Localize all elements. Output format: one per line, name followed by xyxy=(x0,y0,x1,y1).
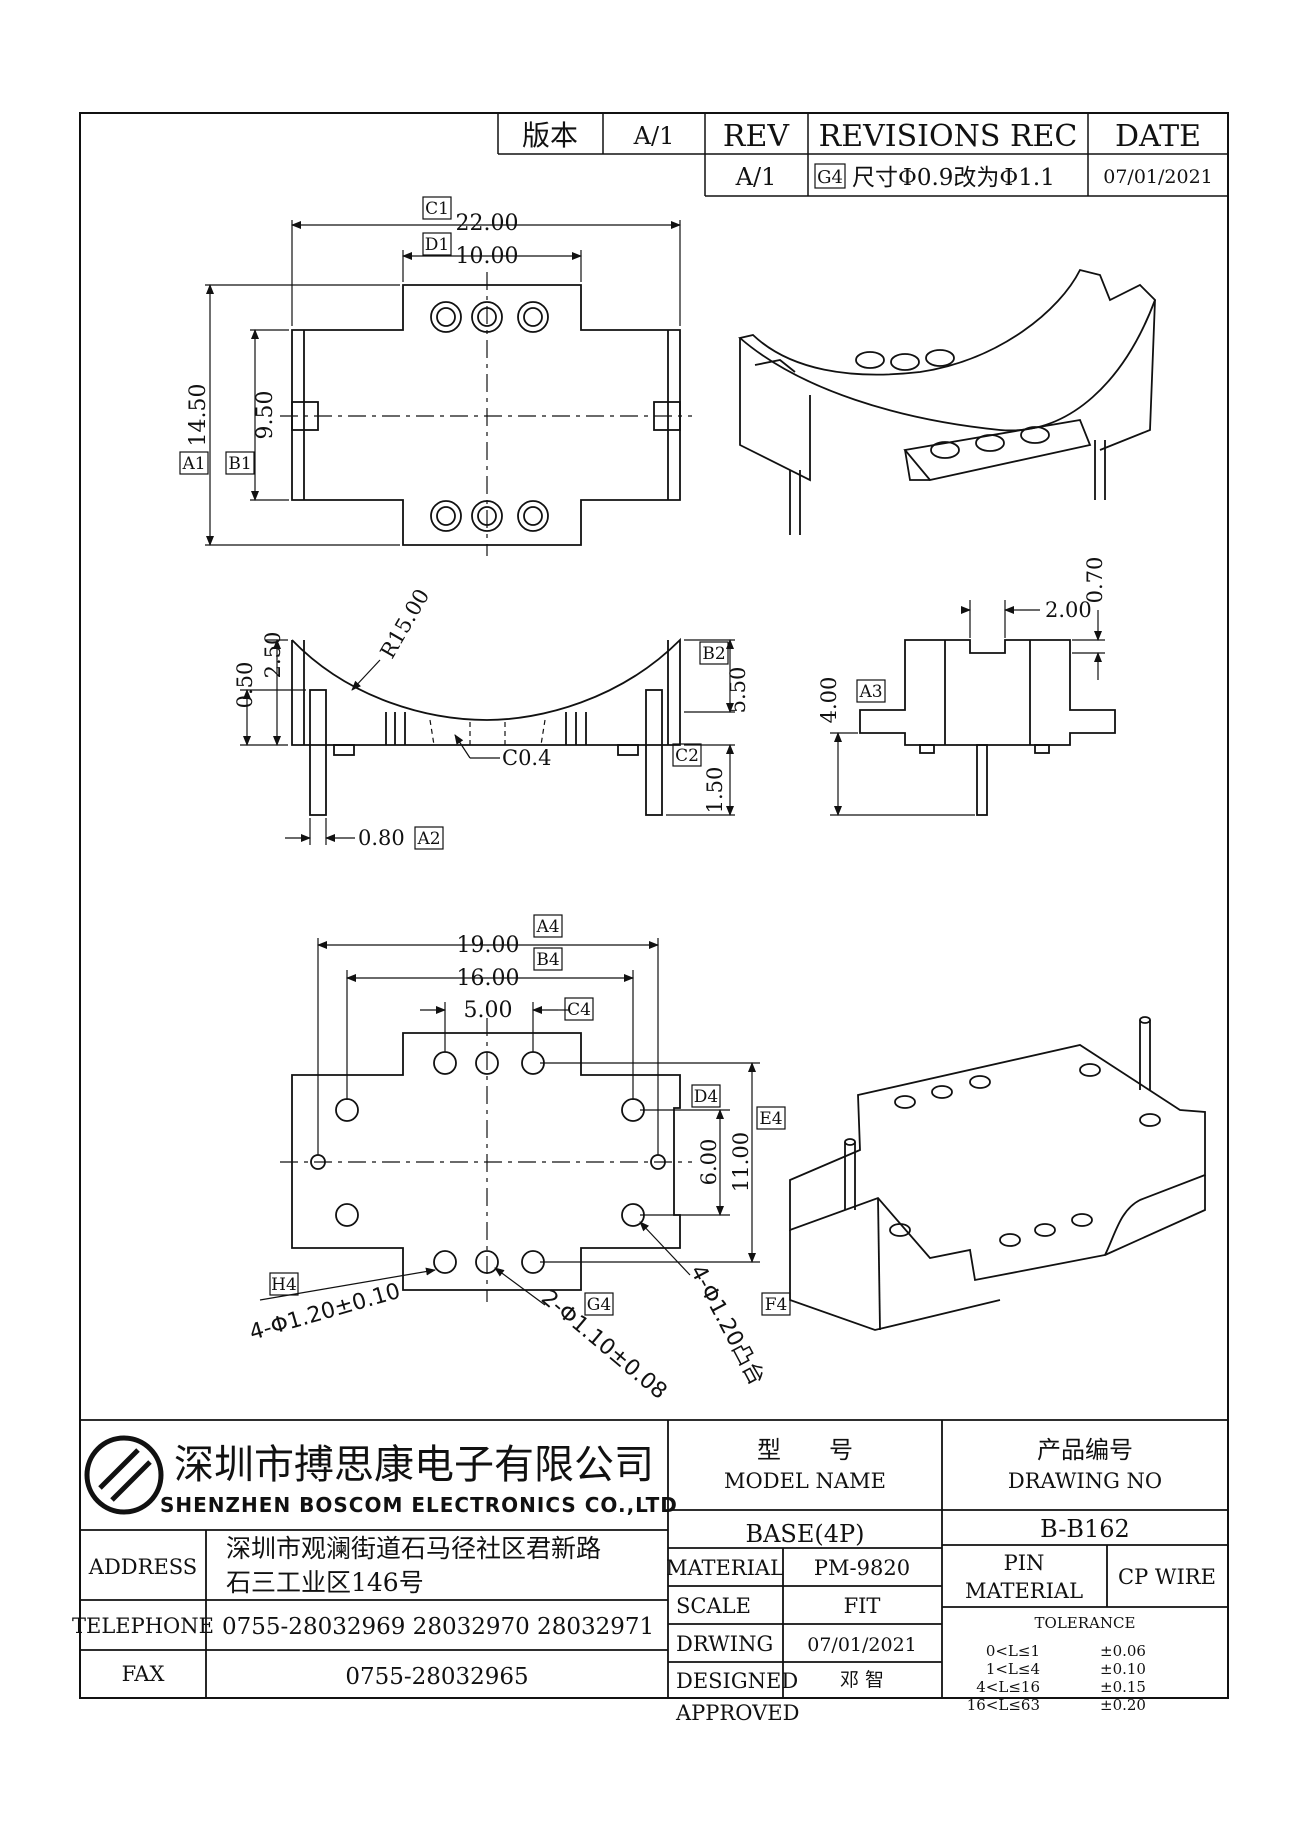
front-view xyxy=(291,637,681,816)
dim-b2-tag: B2 xyxy=(702,644,725,664)
dim-c1-tag: C1 xyxy=(425,199,449,219)
rev-row-date: 07/01/2021 xyxy=(1103,166,1213,188)
dim-a4-tag: A4 xyxy=(535,917,559,937)
drawing-frame xyxy=(79,112,1229,1699)
dim-e4-tag: E4 xyxy=(759,1109,782,1129)
dim-b1-tag: B1 xyxy=(228,454,251,474)
dim-f4-tag: F4 xyxy=(765,1295,788,1315)
dim-side-400: 4.00 xyxy=(817,677,841,724)
dim-bottom-600: 6.00 xyxy=(697,1139,721,1186)
isometric-view-bottom xyxy=(789,1016,1206,1331)
dim-a1-tag: A1 xyxy=(181,454,205,474)
dim-bottom-1100: 11.00 xyxy=(729,1132,753,1192)
drawing-value: B-B162 xyxy=(1040,1515,1130,1543)
telephone-value: 0755-28032969 28032970 28032971 xyxy=(222,1614,654,1640)
tolerance-title: TOLERANCE xyxy=(1035,1614,1136,1632)
telephone-label: TELEPHONE xyxy=(72,1614,214,1638)
revisions-header: REVISIONS REC xyxy=(819,119,1078,154)
date-header: DATE xyxy=(1115,119,1201,154)
dim-front-050: 0.50 xyxy=(233,662,257,709)
material-value: PM-9820 xyxy=(814,1556,910,1580)
title-block-grid xyxy=(80,1419,1228,1698)
top-view-dimensions xyxy=(179,196,681,546)
company-name-cn: 深圳市搏思康电子有限公司 xyxy=(174,1442,654,1488)
dim-c4-tag: C4 xyxy=(567,1000,591,1020)
pin-material-value: CP WIRE xyxy=(1118,1565,1216,1589)
isometric-view-top xyxy=(738,268,1157,535)
dim-c1: 22.00 xyxy=(456,211,519,236)
tolerance-value-3: ±0.15 xyxy=(1100,1678,1146,1696)
tolerance-range-1: 0<L≤1 xyxy=(986,1642,1040,1660)
approved-label: APPROVED xyxy=(675,1701,799,1725)
dim-a1: 14.50 xyxy=(186,384,211,447)
drawing-date-label: DRWING xyxy=(676,1632,773,1656)
dim-radius: R15.00 xyxy=(376,585,435,663)
dim-a3-tag: A3 xyxy=(858,682,882,702)
dim-h4-tag: H4 xyxy=(271,1275,297,1295)
dim-g4-tag: G4 xyxy=(587,1295,611,1315)
dim-b4-tag: B4 xyxy=(536,950,559,970)
dim-side-200: 2.00 xyxy=(1045,598,1092,622)
dim-bottom-500: 5.00 xyxy=(464,998,513,1023)
dim-c2-tag: C2 xyxy=(675,746,699,766)
drawing-label-cn: 产品编号 xyxy=(1037,1436,1133,1464)
revision-block: 版本 A/1 REV REVISIONS REC DATE A/1 G4 尺寸Φ… xyxy=(497,113,1228,197)
top-view xyxy=(280,272,692,556)
dim-b1: 9.50 xyxy=(253,391,278,440)
tolerance-value-1: ±0.06 xyxy=(1100,1642,1146,1660)
dim-pin-width: 0.80 xyxy=(358,826,405,850)
front-view-dimensions xyxy=(240,639,735,850)
scale-label: SCALE xyxy=(676,1594,751,1618)
dim-front-150: 1.50 xyxy=(703,767,727,814)
fax-label: FAX xyxy=(122,1662,165,1686)
rev-row-change: 尺寸Φ0.9改为Φ1.1 xyxy=(852,165,1055,191)
dim-chamfer: C0.4 xyxy=(502,746,551,770)
model-label-en: MODEL NAME xyxy=(724,1469,886,1493)
drawing-label-en: DRAWING NO xyxy=(1008,1469,1162,1493)
tolerance-range-2: 1<L≤4 xyxy=(986,1660,1040,1678)
pin-material-label-2: MATERIAL xyxy=(965,1579,1083,1603)
address-line1: 深圳市观澜街道石马径社区君新路 xyxy=(226,1534,601,1563)
address-line2: 石三工业区146号 xyxy=(226,1568,424,1597)
bottom-view xyxy=(280,1018,692,1302)
dim-bottom-1600: 16.00 xyxy=(457,966,520,991)
model-value: BASE(4P) xyxy=(745,1520,864,1548)
dim-d1: 10.00 xyxy=(456,244,519,269)
fax-value: 0755-28032965 xyxy=(345,1664,528,1690)
company-name-en: SHENZHEN BOSCOM ELECTRONICS CO.,LTD xyxy=(160,1493,678,1517)
pin-material-label-1: PIN xyxy=(1004,1551,1045,1575)
dim-d1-tag: D1 xyxy=(425,235,449,255)
scale-value: FIT xyxy=(844,1594,881,1618)
side-view xyxy=(859,639,1116,816)
designed-label: DESIGNED xyxy=(676,1669,798,1693)
tolerance-value-4: ±0.20 xyxy=(1100,1696,1146,1714)
material-label: MATERIAL xyxy=(666,1556,784,1580)
side-view-dimensions xyxy=(830,600,1105,816)
designed-value: 邓 智 xyxy=(840,1669,884,1691)
dim-front-250: 2.50 xyxy=(261,632,285,679)
address-label: ADDRESS xyxy=(88,1555,197,1579)
drawing-date-value: 07/01/2021 xyxy=(807,1634,917,1656)
tolerance-range-4: 16<L≤63 xyxy=(967,1696,1040,1714)
model-label-cn: 型 号 xyxy=(757,1436,853,1464)
version-label: 版本 xyxy=(522,119,578,152)
dim-side-070: 0.70 xyxy=(1083,557,1107,604)
rev-row-rev: A/1 xyxy=(735,163,777,191)
dim-front-550: 5.50 xyxy=(726,667,750,714)
dim-d4-tag: D4 xyxy=(694,1087,718,1107)
tolerance-range-3: 4<L≤16 xyxy=(976,1678,1040,1696)
company-logo-icon xyxy=(84,1435,164,1515)
rev-row-tag: G4 xyxy=(817,167,843,188)
tolerance-value-2: ±0.10 xyxy=(1100,1660,1146,1678)
rev-header: REV xyxy=(723,119,790,154)
bottom-view-dimensions xyxy=(259,914,791,1316)
dim-bottom-1900: 19.00 xyxy=(457,933,520,958)
dim-a2-tag: A2 xyxy=(416,829,440,849)
dim-hole-c: 4-Φ1.20凸台 xyxy=(685,1261,769,1390)
version-value: A/1 xyxy=(633,122,675,150)
